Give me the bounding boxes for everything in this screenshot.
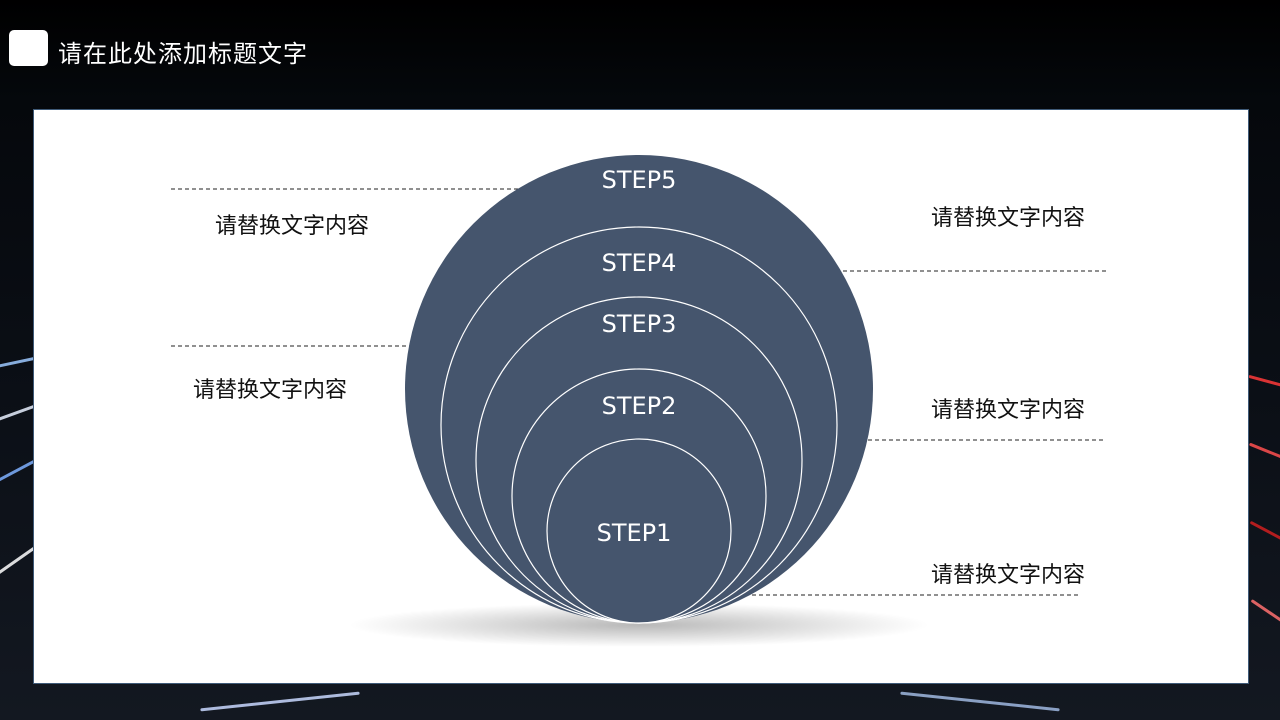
step2-label: STEP2 [602,392,677,420]
light-streak [900,691,1060,712]
step1-circle [546,438,732,624]
desc-right-bottom: 请替换文字内容 [931,563,1086,588]
page-title: 请在此处添加标题文字 [58,40,308,68]
light-streak [1248,374,1280,389]
desc-left-middle: 请替换文字内容 [193,378,348,403]
title-marker [9,30,48,66]
step4-label: STEP4 [602,249,677,277]
light-streak [1250,599,1280,624]
circle-shadow [349,603,929,647]
step3-label: STEP3 [602,310,677,338]
light-streak [1249,520,1280,543]
desc-right-middle: 请替换文字内容 [931,398,1086,423]
desc-left-top: 请替换文字内容 [215,214,370,239]
step5-label: STEP5 [602,166,677,194]
light-streak [0,545,37,578]
step-diagram: STEP5 STEP4 STEP3 STEP2 STEP1 [171,155,1106,647]
light-streak [1248,442,1280,461]
step1-label: STEP1 [597,519,672,547]
desc-right-top: 请替换文字内容 [931,206,1086,231]
content-panel: STEP5 STEP4 STEP3 STEP2 STEP1 请替换文字内容 请替… [33,109,1249,684]
light-streak [200,691,360,712]
